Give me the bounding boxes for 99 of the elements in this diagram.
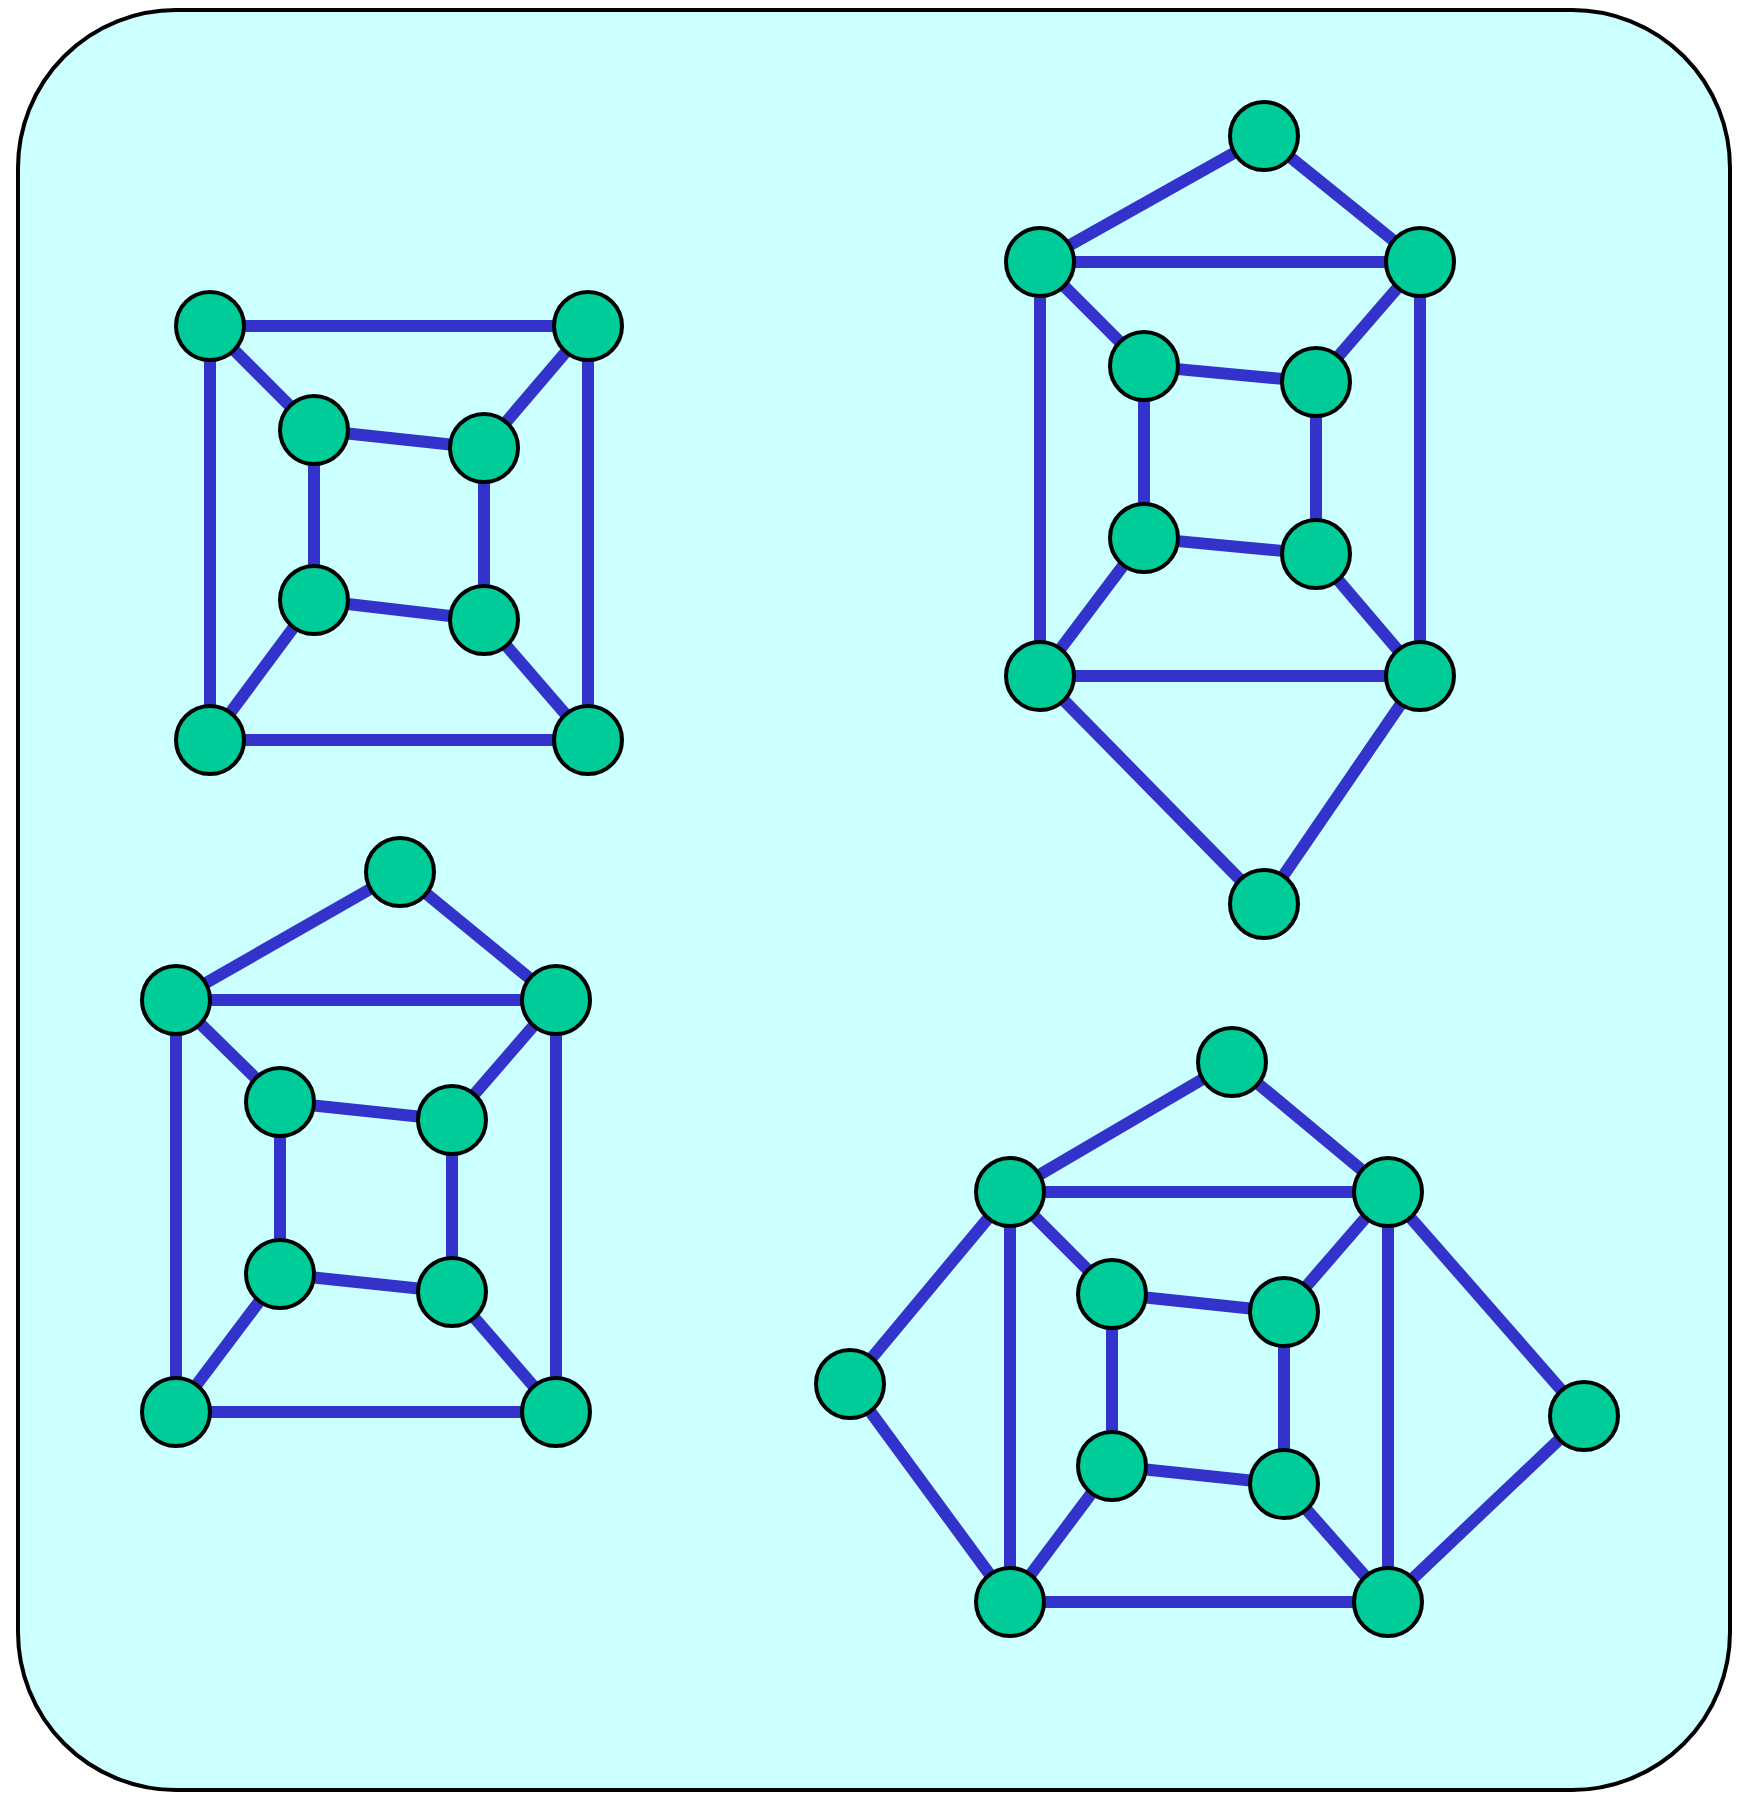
graph-edge [274,1136,286,1240]
graph-edge [469,1021,539,1099]
graph-vertex [416,1256,488,1328]
graph-edge [1177,363,1283,385]
graph-edge [1145,1291,1251,1315]
graph-edge [1044,1186,1354,1198]
graph-vertex [520,964,592,1036]
graph-edge [1025,1489,1097,1579]
graph-vertex [814,1348,886,1420]
graph-edge [170,1034,182,1378]
graph-edge [501,348,571,426]
graph-vertex [278,394,350,466]
graph-edge [1405,1213,1567,1395]
graph-vertex [1384,640,1456,712]
graph-edge [865,1407,995,1579]
graph-edge [244,320,554,332]
graph-edge [1004,1226,1016,1568]
graph-vertex [174,704,246,776]
graph-vertex [416,1084,488,1156]
graph-vertex [448,584,520,656]
graph-edge [422,888,534,984]
graph-vertex [1108,330,1180,402]
graph-vertex [1548,1380,1620,1452]
graph-vertex [1004,640,1076,712]
panel-background [16,8,1732,1792]
graph-edge [191,1297,265,1389]
graph-edge [1059,696,1245,884]
graph-vertex [1384,226,1456,298]
graph-vertex [364,836,436,908]
graph-vertex [1280,518,1352,590]
graph-vertex [1228,100,1300,172]
graph-edge [1278,1346,1290,1450]
graph-vertex [1004,226,1076,298]
graph-edge [1029,1211,1093,1275]
graph-edge [550,1034,562,1378]
graph-vertex [1228,868,1300,940]
graph-edge [1302,1505,1370,1581]
graph-vertex [140,1376,212,1448]
graph-edge [313,1271,419,1295]
graph-edge [1333,576,1403,654]
graph-vertex [1280,346,1352,418]
graph-edge [1382,1226,1394,1568]
graph-edge [1278,700,1406,880]
graph-vertex [974,1156,1046,1228]
graph-edge [229,345,295,411]
graph-edge [1034,296,1046,642]
graph-edge [225,623,299,717]
graph-vertex [1248,1276,1320,1348]
graph-vertex [974,1566,1046,1638]
graph-vertex [1076,1258,1148,1330]
graph-vertex [1108,502,1180,574]
graph-edge [1074,670,1386,682]
graph-vertex [278,564,350,636]
graph-edge [1254,1079,1366,1175]
graph-edge [1177,535,1283,557]
graph-edge [1145,1463,1251,1487]
graph-edge [1074,256,1386,268]
graph-edge [210,1406,522,1418]
graph-edge [308,464,320,566]
graph-edge [196,1019,260,1083]
graph-edge [1055,561,1129,653]
graph-edge [867,1214,993,1362]
graph-edge [1066,147,1238,251]
graph-vertex [520,1376,592,1448]
graph-edge [210,994,522,1006]
graph-edge [469,1313,539,1391]
graph-edge [204,360,216,706]
graph-edge [1106,1328,1118,1432]
graph-edge [1310,416,1322,520]
graph-edge [347,427,451,451]
graph-edge [1059,281,1125,347]
graph-vertex [1352,1566,1424,1638]
graph-edge [347,598,451,622]
graph-edge [1414,296,1426,642]
graph-vertex [1196,1026,1268,1098]
graph-vertex [244,1238,316,1310]
graph-edge [1036,1074,1206,1180]
graph-vertex [552,704,624,776]
graph-edge [1286,152,1398,246]
graph-vertex [552,290,624,362]
graph-edge [1301,1213,1371,1291]
graph-edge [478,482,490,586]
graph-vertex [1352,1156,1424,1228]
graph-edge [1044,1596,1354,1608]
graph-vertex [174,290,246,362]
graph-edge [501,641,571,719]
graph-edge [1138,400,1150,504]
graph-edge [202,883,374,989]
graph-vertex [1076,1430,1148,1502]
graph-vertex [244,1066,316,1138]
graph-edge [1333,283,1403,361]
graph-vertex [448,412,520,484]
graph-vertex [140,964,212,1036]
graph-edge [582,360,594,706]
graph-edge [313,1099,419,1123]
graph-edge [446,1154,458,1258]
graph-vertex [1248,1448,1320,1520]
graph-edge [1408,1435,1564,1583]
graph-edge [244,734,554,746]
